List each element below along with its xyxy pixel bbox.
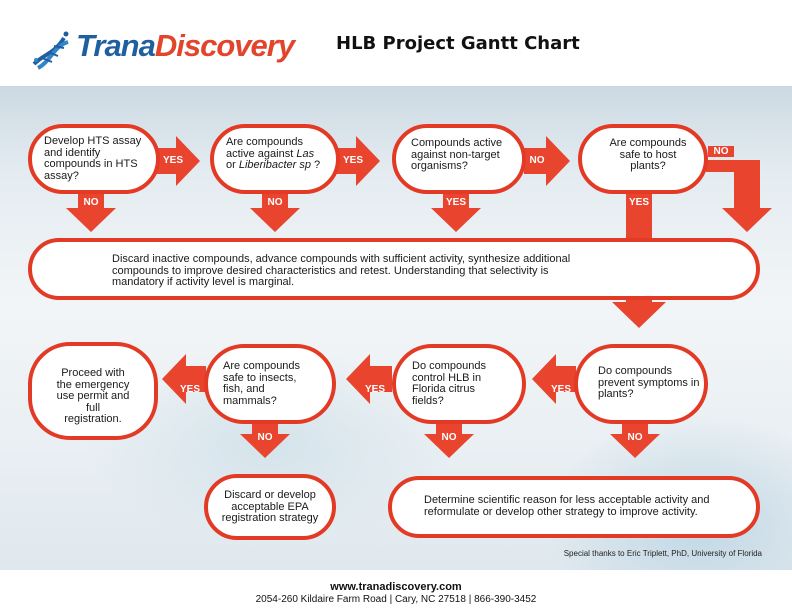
arrow-down-no-7: [240, 420, 290, 458]
box-discard-inactive-text: Discard inactive compounds, advance comp…: [112, 253, 571, 288]
box-non-target-text: Compounds active against non-target orga…: [411, 137, 503, 172]
label-no-3: NO: [529, 155, 545, 166]
label-no-elbow: NO: [708, 146, 734, 157]
label-yes-down-3: YES: [445, 197, 466, 208]
label-no-down-1: NO: [83, 197, 99, 208]
dna-helix-icon: [32, 31, 69, 70]
logo-trana: Trana: [76, 28, 156, 63]
label-no-down-7: NO: [257, 432, 273, 443]
box-hts-assay-text: Develop HTS assay and identify compounds…: [44, 135, 142, 182]
label-yes-down-4: YES: [628, 197, 649, 208]
arrow-right-yes-1: [156, 136, 200, 186]
box-safe-insects-text: Are compounds safe to insects, fish, and…: [223, 360, 301, 407]
label-no-down-6: NO: [441, 432, 457, 443]
box-prevent-symptoms-text: Do compounds prevent symptoms in plants?: [598, 365, 700, 400]
box-control-hlb-text: Do compounds control HLB in Florida citr…: [412, 360, 486, 407]
label-yes-1: YES: [162, 155, 183, 166]
box-determine-reason: [388, 476, 760, 538]
arrow-left-yes-6: [346, 354, 392, 404]
arrow-left-yes-7: [162, 354, 206, 404]
box-safe-host-text: Are compounds safe to host plants?: [609, 137, 687, 172]
label-yes-left-6: YES: [364, 384, 385, 395]
arrow-down-no-6: [424, 420, 474, 458]
box-discard-epa-text: Discard or develop acceptable EPA regist…: [221, 489, 319, 524]
box-discard-inactive: [28, 238, 760, 300]
arrow-left-yes-5: [532, 354, 576, 404]
box-hts-assay: [28, 124, 160, 194]
arrow-down-yes-3: [431, 192, 481, 232]
box-safe-host: [578, 124, 708, 194]
box-prevent-symptoms: [574, 344, 708, 424]
label-yes-2: YES: [342, 155, 363, 166]
logo-wordmark: TranaDiscovery: [76, 28, 295, 64]
company-logo[interactable]: TranaDiscovery: [28, 24, 298, 72]
footer-address: 2054-260 Kildaire Farm Road | Cary, NC 2…: [255, 594, 537, 605]
arrow-right-yes-2: [336, 136, 380, 186]
box-discard-epa: [204, 474, 336, 540]
box-non-target: [392, 124, 526, 194]
box-active-las: [210, 124, 340, 194]
box-proceed-permit: [28, 342, 158, 440]
box-proceed-permit-text: Proceed with the emergency use permit an…: [56, 367, 130, 425]
arrow-down-no-1: [66, 192, 116, 232]
box-safe-insects: [204, 344, 336, 424]
header: TranaDiscovery HLB Project Gantt Chart: [0, 0, 792, 86]
arrow-down-no-5: [610, 420, 660, 458]
footer: www.tranadiscovery.com 2054-260 Kildaire…: [0, 570, 792, 612]
label-yes-left-5: YES: [550, 384, 571, 395]
arrow-right-no-3: [524, 136, 570, 186]
box-determine-reason-text: Determine scientific reason for less acc…: [424, 494, 710, 518]
arrow-elbow-no-4: [706, 160, 772, 232]
box-control-hlb: [392, 344, 526, 424]
label-no-down-5: NO: [627, 432, 643, 443]
page-title: HLB Project Gantt Chart: [336, 33, 580, 54]
footer-url[interactable]: www.tranadiscovery.com: [330, 581, 462, 593]
logo-discovery: Discovery: [154, 28, 295, 63]
arrow-down-no-2: [250, 192, 300, 232]
box-active-las-text: Are compounds active against Las or Libe…: [226, 136, 321, 171]
label-yes-left-7: YES: [179, 384, 200, 395]
credit-text: Special thanks to Eric Triplett, PhD, Un…: [563, 549, 762, 558]
label-no-down-2: NO: [267, 197, 283, 208]
